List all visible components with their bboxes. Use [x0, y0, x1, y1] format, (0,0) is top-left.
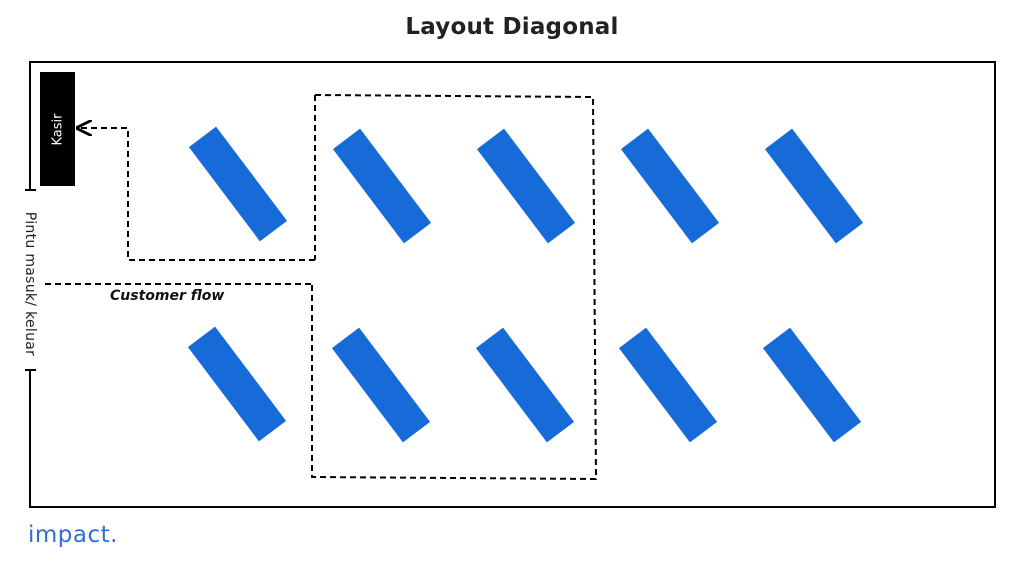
checkout-path	[78, 128, 315, 261]
shelf	[332, 128, 432, 244]
shelf	[764, 128, 864, 244]
store-outline	[29, 61, 996, 508]
shelf	[187, 326, 287, 442]
entrance-label: Pintu masuk/ keluar	[22, 211, 39, 357]
brand-logo: impact.	[28, 522, 118, 548]
customer-flow-label: Customer flow	[110, 288, 225, 304]
entrance-label-box: Pintu masuk/ keluar	[10, 200, 50, 368]
cashier-label-box: Kasir	[40, 72, 75, 186]
shelf	[620, 128, 720, 244]
cashier-counter	[40, 72, 75, 186]
shelf	[188, 126, 288, 242]
cashier-label: Kasir	[50, 113, 65, 145]
shelf	[475, 327, 575, 443]
highlight-zone	[311, 94, 598, 481]
shelf	[618, 327, 718, 443]
shelf	[331, 327, 431, 443]
shelf	[762, 327, 862, 443]
page-title: Layout Diagonal	[405, 14, 619, 40]
shelf	[476, 128, 576, 244]
